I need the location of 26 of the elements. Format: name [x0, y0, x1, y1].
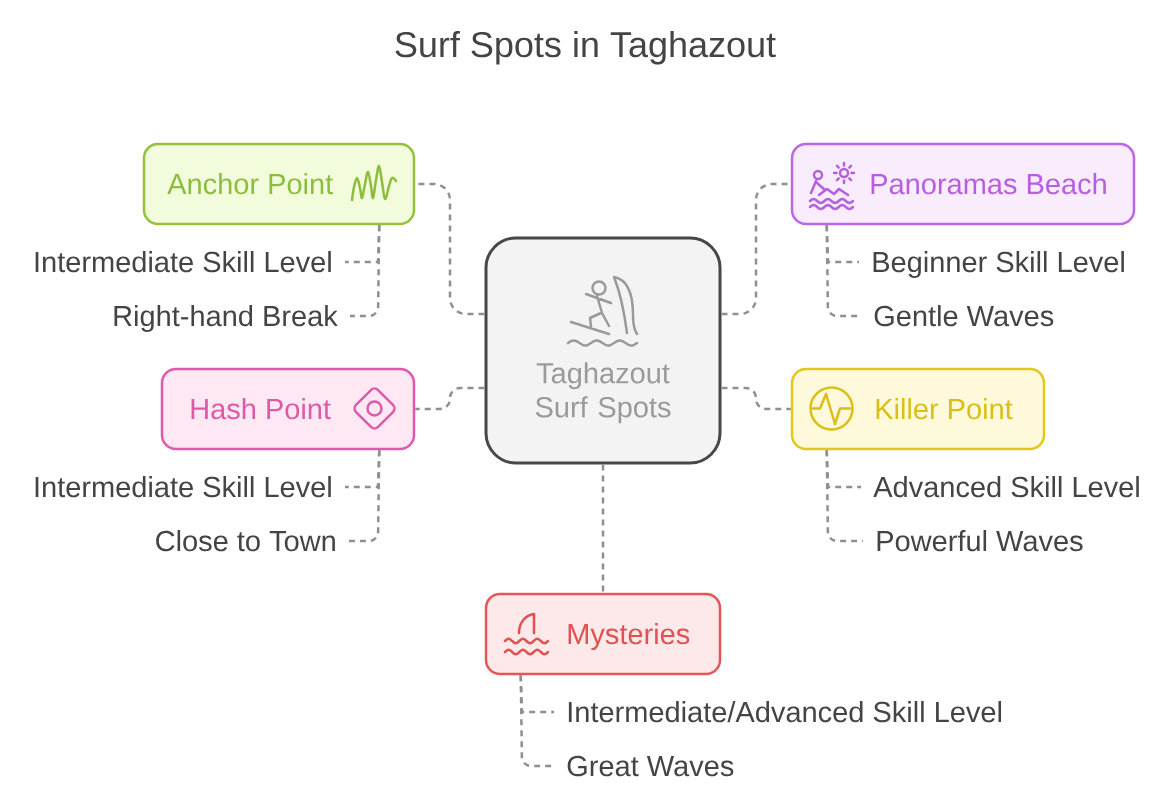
rounded-box: Panoramas Beach — [790, 142, 1136, 226]
item-text: Close to Town — [156, 530, 335, 552]
connector-line — [350, 225, 381, 318]
rounded-box: Hash Point — [160, 367, 416, 451]
item-text: Intermediate Skill Level — [35, 251, 331, 273]
item-text: Intermediate/Advanced Skill Level — [568, 701, 1002, 723]
item-text: Powerful Waves — [877, 530, 1083, 552]
item-text: Intermediate Skill Level — [35, 476, 331, 498]
item-text: Advanced Skill Level — [873, 476, 1139, 498]
item-text: Great Waves — [567, 755, 734, 777]
connector-line — [415, 386, 485, 411]
item-text: Gentle Waves — [874, 305, 1054, 327]
connector-line — [519, 675, 554, 768]
connector-line — [721, 386, 791, 411]
connector-line — [825, 450, 863, 543]
rounded-box: Mysteries — [484, 592, 722, 676]
rounded-box: Taghazout Surf Spots — [484, 236, 722, 465]
connector-line — [349, 450, 381, 543]
item-text: Right-hand Break — [114, 305, 338, 333]
item-text: Beginner Skill Level — [873, 251, 1124, 279]
connector-line — [415, 182, 485, 316]
rounded-box: Killer Point — [790, 367, 1046, 451]
rounded-box: Anchor Point — [142, 142, 416, 226]
title: Surf Spots in Taghazout — [395, 30, 776, 65]
connector-line — [721, 182, 791, 316]
connector-line — [601, 464, 605, 593]
